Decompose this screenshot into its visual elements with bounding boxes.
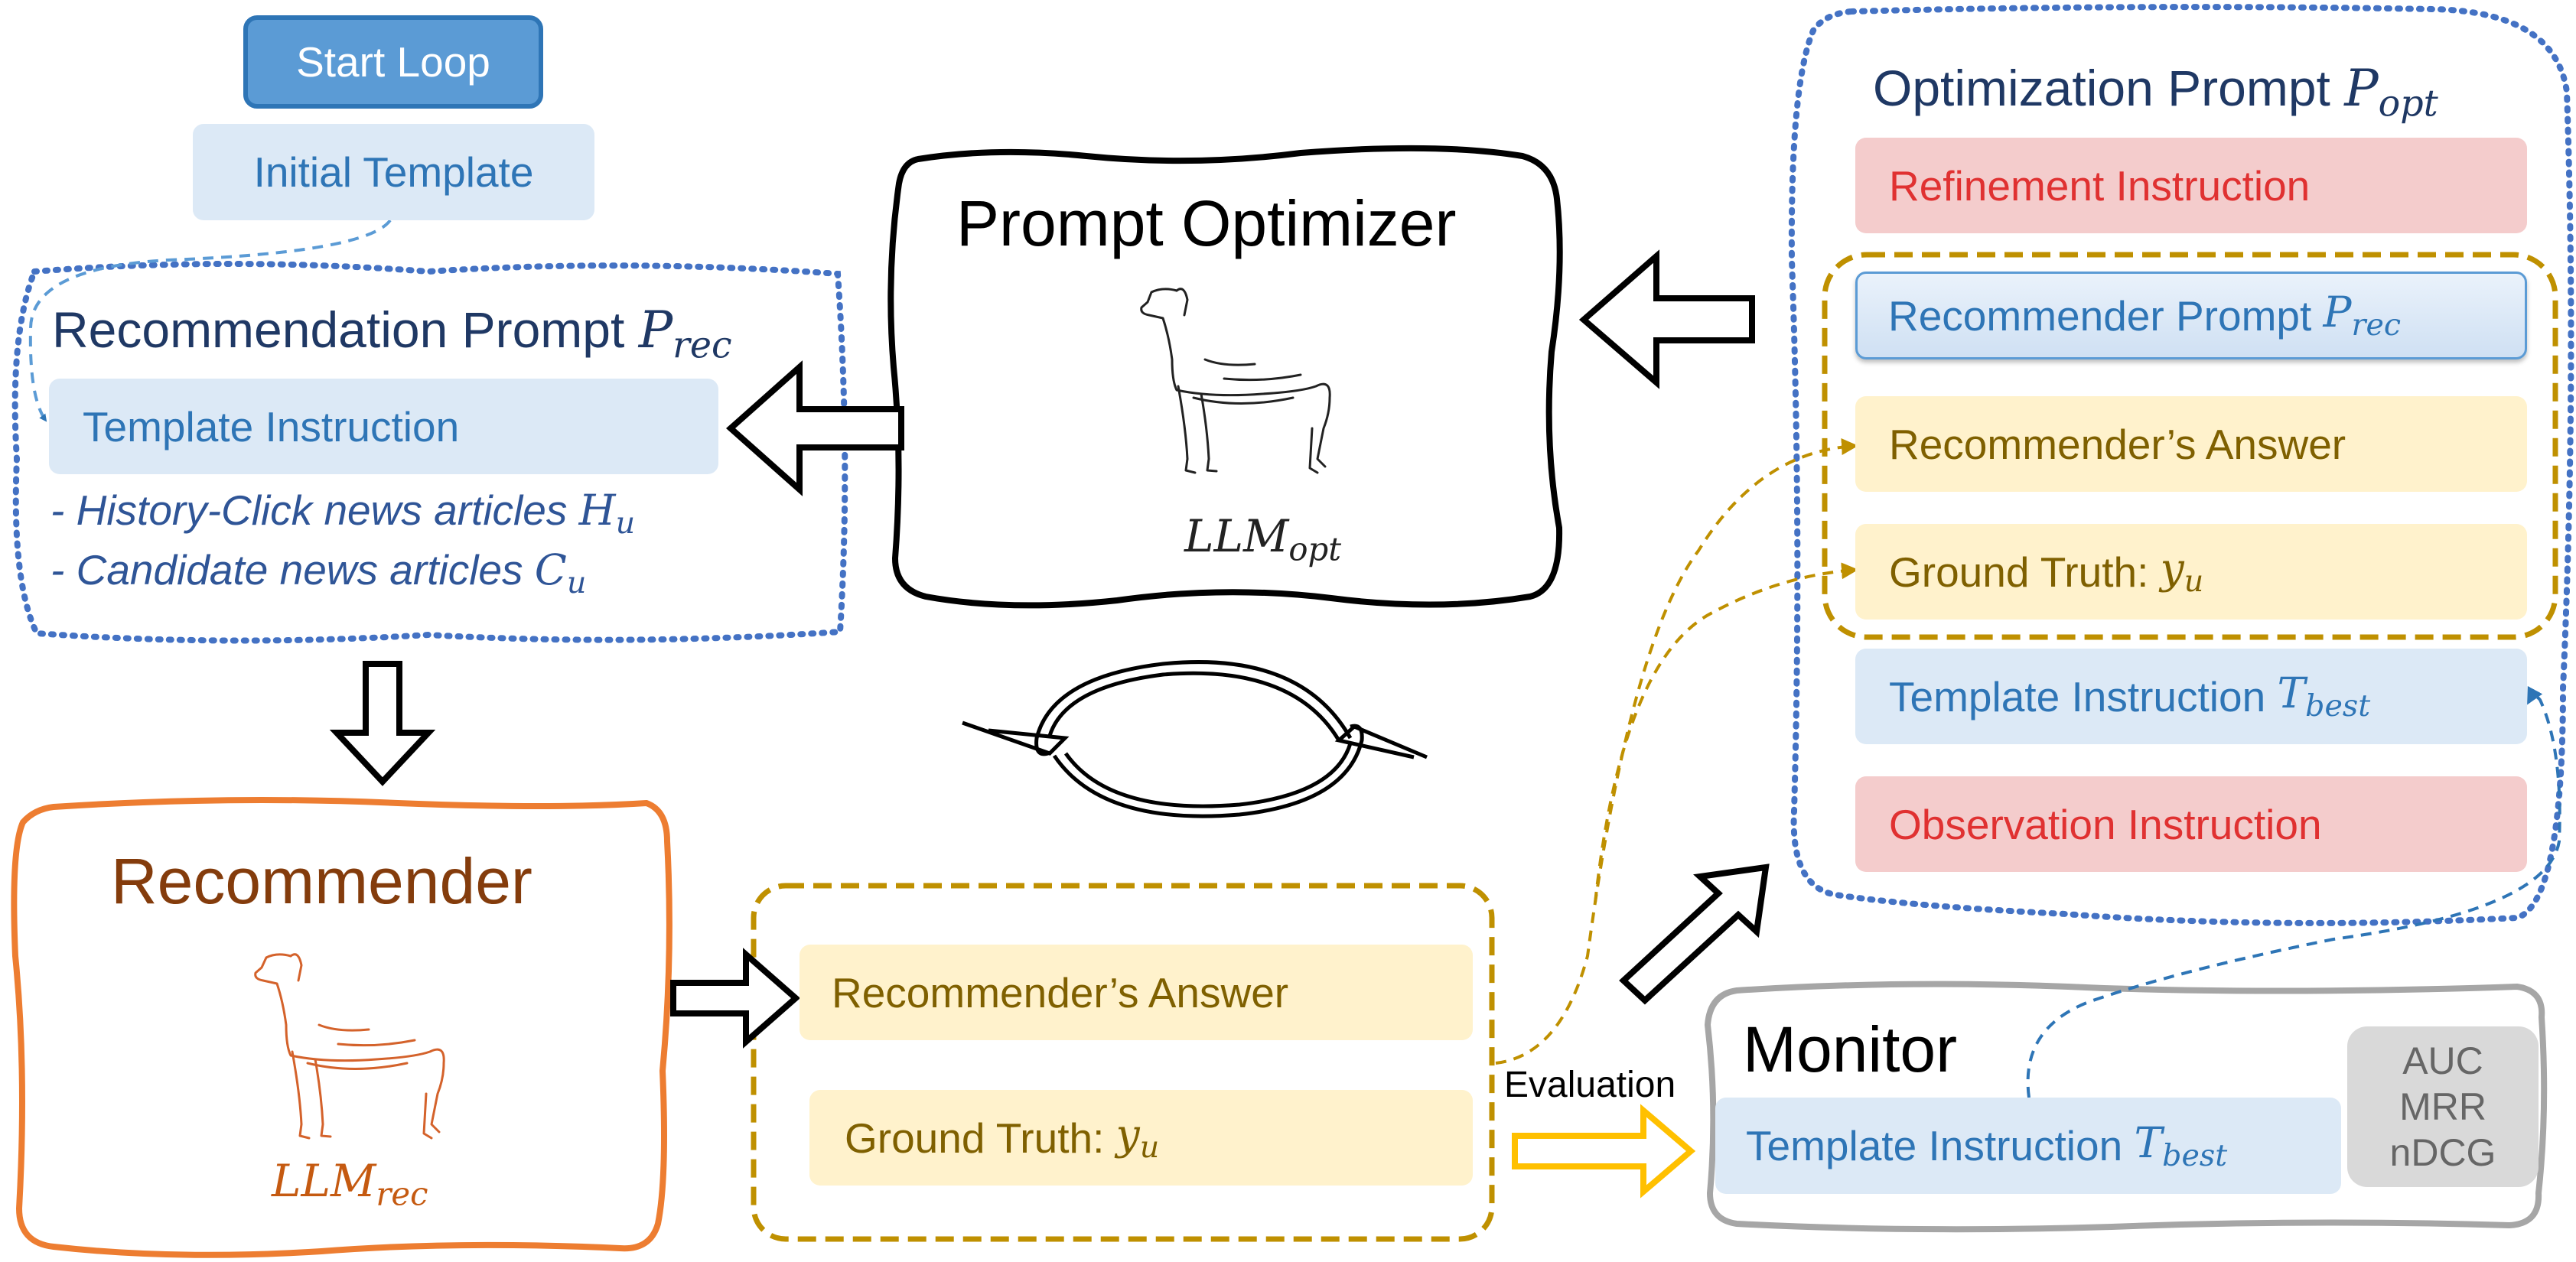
- recommender-output-container: [751, 883, 1495, 1242]
- diagonal-block-arrow: [1619, 864, 1770, 1005]
- prompt-optimizer-title: Prompt Optimizer: [956, 187, 1457, 259]
- optimization-feedback-container: [1822, 252, 2558, 640]
- initial-template-box: Initial Template: [193, 124, 594, 220]
- llm-rec-label: LLMrec: [272, 1155, 428, 1213]
- optimization-prompt-container: [1788, 4, 2574, 926]
- opt-ground-truth: Ground Truth: yu: [1855, 524, 2527, 620]
- opt-template-best: Template Instruction Tbest: [1855, 649, 2527, 744]
- opt-answer: Recommender’s Answer: [1855, 396, 2527, 492]
- rec-template-instruction: Template Instruction: [49, 379, 718, 474]
- start-loop-button[interactable]: Start Loop: [243, 15, 543, 109]
- initial-template-label: Initial Template: [253, 148, 534, 196]
- metric-auc: AUC: [2402, 1039, 2483, 1082]
- loop-cycle-icon: [962, 660, 1428, 818]
- recommender-box: [11, 797, 672, 1258]
- metric-ndcg: nDCG: [2389, 1131, 2496, 1174]
- connector-initial-to-template: [28, 219, 392, 422]
- evaluation-arrow: [1512, 1104, 1696, 1199]
- arrow-prompt-to-recommender: [329, 661, 436, 786]
- start-loop-label: Start Loop: [296, 38, 490, 86]
- observation-instruction: Observation Instruction: [1855, 776, 2527, 872]
- output-answer: Recommender’s Answer: [800, 945, 1473, 1040]
- refinement-instruction: Refinement Instruction: [1855, 138, 2527, 233]
- evaluation-label: Evaluation: [1504, 1065, 1676, 1105]
- recommender-prompt-box: Recommender Prompt Prec: [1855, 272, 2527, 359]
- optimization-prompt-title: Optimization Prompt Popt: [1873, 59, 2438, 125]
- alpaca-recommender-icon: [254, 953, 445, 1140]
- connector-monitor-to-template-best: [2026, 685, 2561, 1098]
- metrics-box: AUC MRR nDCG: [2347, 1026, 2539, 1187]
- recommender-title: Recommender: [111, 845, 532, 917]
- recommendation-prompt-title: Recommendation Prompt Prec: [52, 301, 732, 367]
- recommendation-prompt-container: [11, 261, 848, 644]
- alpaca-optimizer-icon: [1140, 288, 1331, 474]
- connector-answer-to-opt-answer: [1495, 438, 1858, 1065]
- arrow-optimization-to-optimizer: [1578, 249, 1755, 389]
- candidate-item: - Candidate news articles Cu: [50, 545, 587, 601]
- arrow-optimizer-to-prompt: [725, 360, 904, 496]
- arrow-recommender-to-output: [670, 948, 801, 1049]
- monitor-title: Monitor: [1743, 1013, 1958, 1085]
- history-click-item: - History-Click news articles Hu: [50, 486, 636, 542]
- output-ground-truth: Ground Truth: yu: [809, 1090, 1473, 1186]
- monitor-template-best: Template Instruction Tbest: [1715, 1098, 2341, 1194]
- metric-mrr: MRR: [2399, 1085, 2486, 1128]
- prompt-optimizer-box: [887, 145, 1563, 609]
- llm-opt-label: LLMopt: [1184, 510, 1342, 568]
- connector-truth-to-opt-truth: [1594, 562, 1858, 903]
